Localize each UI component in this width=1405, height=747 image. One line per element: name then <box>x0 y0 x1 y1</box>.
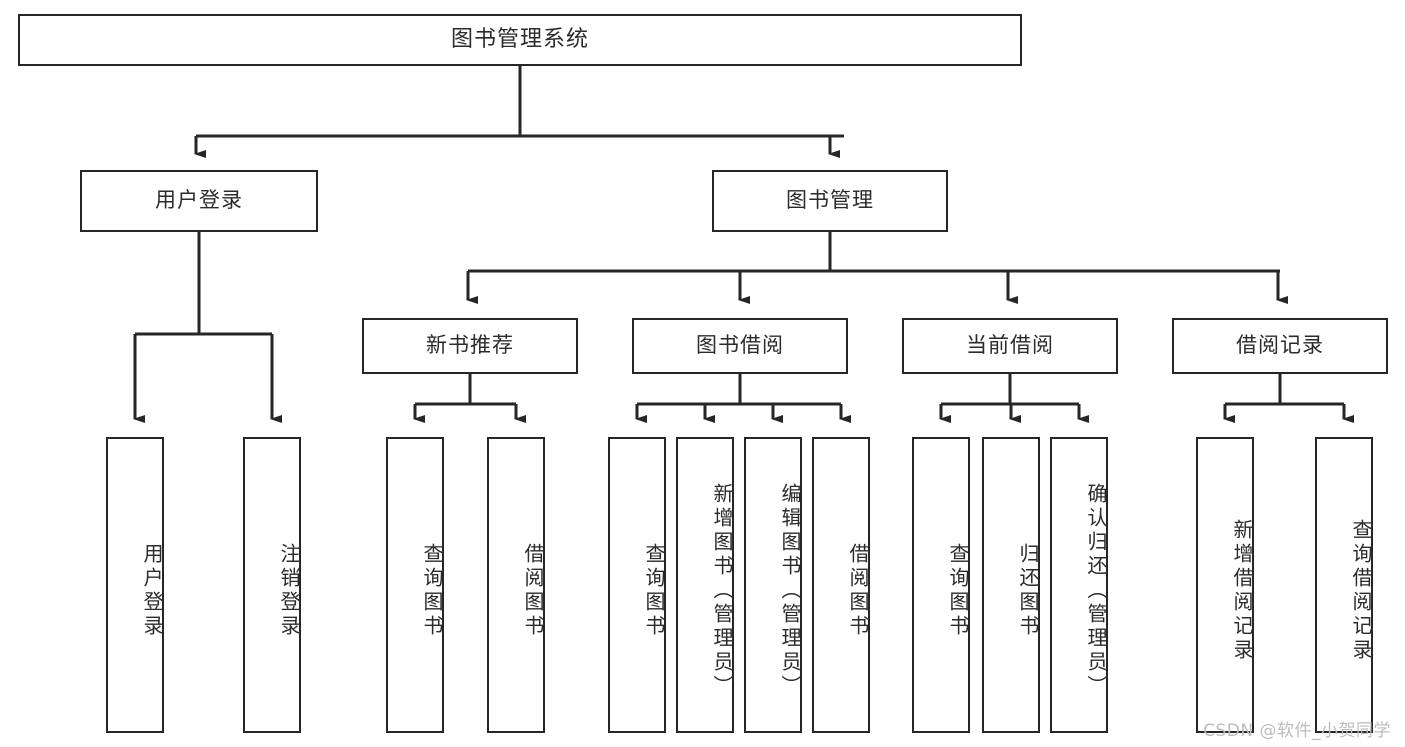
node-book-borrow[interactable]: 图书借阅 <box>632 318 848 374</box>
node-user-login[interactable]: 用户登录 <box>80 170 318 232</box>
node-root-label: 图书管理系统 <box>450 26 589 52</box>
node-leaf-query-book-borrow-label: 查询图书 <box>642 543 666 639</box>
edge-group-root <box>194 66 844 158</box>
node-leaf-borrow-book-rec-label: 借阅图书 <box>521 543 545 639</box>
node-leaf-user-logout[interactable]: 注销登录 <box>243 437 301 733</box>
node-leaf-add-book-label: 新增图书（管理员） <box>710 483 734 699</box>
node-book-manage-label: 图书管理 <box>786 188 874 213</box>
node-leaf-query-book-cur-label: 查询图书 <box>946 543 970 639</box>
edge-group-book-borrow <box>635 374 851 423</box>
node-leaf-user-logout-label: 注销登录 <box>277 543 301 639</box>
node-leaf-query-record[interactable]: 查询借阅记录 <box>1315 437 1373 733</box>
node-current-borrow-label: 当前借阅 <box>966 333 1054 358</box>
edge-group-new-book-recommend <box>413 374 526 423</box>
watermark: CSDN @软件_小贺同学 <box>1203 721 1391 741</box>
node-leaf-return-book[interactable]: 归还图书 <box>982 437 1040 733</box>
edge-group-book-manage <box>466 232 1288 304</box>
node-leaf-add-record[interactable]: 新增借阅记录 <box>1196 437 1254 733</box>
edge-group-current-borrow <box>939 374 1089 423</box>
node-user-login-label: 用户登录 <box>155 188 243 213</box>
node-current-borrow[interactable]: 当前借阅 <box>902 318 1118 374</box>
node-leaf-edit-book[interactable]: 编辑图书（管理员） <box>744 437 802 733</box>
node-leaf-add-record-label: 新增借阅记录 <box>1230 519 1254 663</box>
node-leaf-query-record-label: 查询借阅记录 <box>1349 519 1373 663</box>
node-leaf-add-book[interactable]: 新增图书（管理员） <box>676 437 734 733</box>
node-borrow-record-label: 借阅记录 <box>1236 333 1324 358</box>
node-leaf-query-book-borrow[interactable]: 查询图书 <box>608 437 666 733</box>
node-leaf-query-book-rec-label: 查询图书 <box>420 543 444 639</box>
node-borrow-record[interactable]: 借阅记录 <box>1172 318 1388 374</box>
node-leaf-user-login[interactable]: 用户登录 <box>106 437 164 733</box>
node-leaf-borrow-book-rec[interactable]: 借阅图书 <box>487 437 545 733</box>
node-leaf-user-login-label: 用户登录 <box>140 543 164 639</box>
node-book-manage[interactable]: 图书管理 <box>712 170 948 232</box>
node-leaf-confirm-return[interactable]: 确认归还（管理员） <box>1050 437 1108 733</box>
node-leaf-query-book-cur[interactable]: 查询图书 <box>912 437 970 733</box>
node-new-book-recommend[interactable]: 新书推荐 <box>362 318 578 374</box>
node-leaf-return-book-label: 归还图书 <box>1016 543 1040 639</box>
edge-group-borrow-record <box>1223 374 1354 423</box>
node-leaf-confirm-return-label: 确认归还（管理员） <box>1084 483 1108 699</box>
node-book-borrow-label: 图书借阅 <box>696 333 784 358</box>
node-leaf-borrow-book-label: 借阅图书 <box>846 543 870 639</box>
node-root[interactable]: 图书管理系统 <box>18 14 1022 66</box>
node-new-book-recommend-label: 新书推荐 <box>426 333 514 358</box>
node-leaf-edit-book-label: 编辑图书（管理员） <box>778 483 802 699</box>
node-leaf-query-book-rec[interactable]: 查询图书 <box>386 437 444 733</box>
node-leaf-borrow-book[interactable]: 借阅图书 <box>812 437 870 733</box>
edge-group-user-login <box>133 232 282 423</box>
